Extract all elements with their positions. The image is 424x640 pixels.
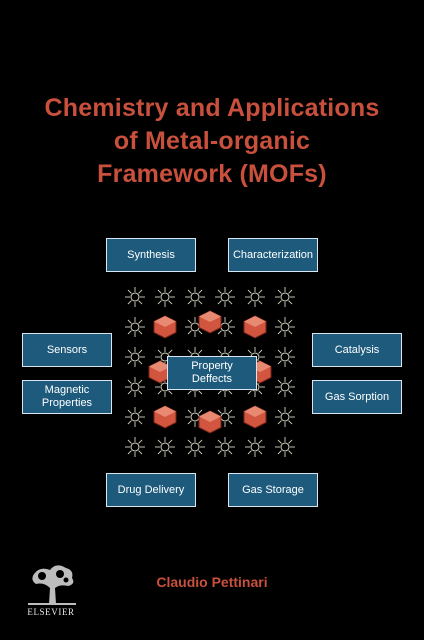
linker-icon: [125, 407, 145, 427]
catalysis-label: Catalysis: [334, 343, 380, 356]
linker-icon: [185, 437, 205, 457]
property-defects-box: Property Deffects: [167, 356, 257, 390]
linker-icon: [275, 287, 295, 307]
center-label-line-1: Property: [191, 360, 233, 372]
linker-icon: [215, 437, 235, 457]
drug-delivery-box: Drug Delivery: [106, 473, 196, 507]
linker-icon: [275, 317, 295, 337]
linker-icon: [275, 437, 295, 457]
linker-icon: [275, 347, 295, 367]
linker-icon: [125, 347, 145, 367]
magnetic-label-line-2: Properties: [41, 397, 93, 409]
linker-icon: [125, 437, 145, 457]
linker-icon: [275, 377, 295, 397]
catalysis-box: Catalysis: [312, 333, 402, 367]
gas-sorption-label: Gas Sorption: [324, 390, 390, 403]
synthesis-box: Synthesis: [106, 238, 196, 272]
title-line-1: Chemistry and Applications: [44, 94, 380, 122]
linker-icon: [155, 437, 175, 457]
linker-icon: [245, 437, 265, 457]
linker-icon: [245, 287, 265, 307]
linker-icon: [125, 287, 145, 307]
publisher-name: ELSEVIER: [27, 607, 75, 617]
linker-icon: [155, 287, 175, 307]
title-line-2: of Metal-organic: [113, 127, 311, 155]
metal-node-icon: [198, 310, 222, 334]
elsevier-tree-logo: [22, 558, 82, 606]
gas-storage-label: Gas Storage: [242, 483, 304, 496]
characterization-box: Characterization: [228, 238, 318, 272]
drug-delivery-label: Drug Delivery: [117, 483, 185, 496]
book-title: Chemistry and Applications of Metal-orga…: [10, 92, 414, 191]
metal-node-icon: [148, 360, 172, 384]
gas-storage-box: Gas Storage: [228, 473, 318, 507]
magnetic-label-line-1: Magnetic: [44, 384, 90, 396]
author-name: Claudio Pettinari: [156, 574, 268, 590]
linker-icon: [215, 287, 235, 307]
sensors-label: Sensors: [46, 343, 88, 356]
center-label-line-2: Deffects: [191, 373, 233, 385]
gas-sorption-box: Gas Sorption: [312, 380, 402, 414]
linker-icon: [185, 287, 205, 307]
metal-node-icon: [153, 405, 177, 429]
linker-icon: [125, 317, 145, 337]
synthesis-label: Synthesis: [127, 248, 175, 261]
sensors-box: Sensors: [22, 333, 112, 367]
metal-node-icon: [243, 405, 267, 429]
metal-node-icon: [198, 410, 222, 434]
metal-node-icon: [153, 315, 177, 339]
characterization-label: Characterization: [232, 248, 314, 261]
linker-icon: [125, 377, 145, 397]
title-line-3: Framework (MOFs): [97, 160, 327, 188]
magnetic-properties-box: Magnetic Properties: [22, 380, 112, 414]
linker-icon: [275, 407, 295, 427]
metal-node-icon: [243, 315, 267, 339]
